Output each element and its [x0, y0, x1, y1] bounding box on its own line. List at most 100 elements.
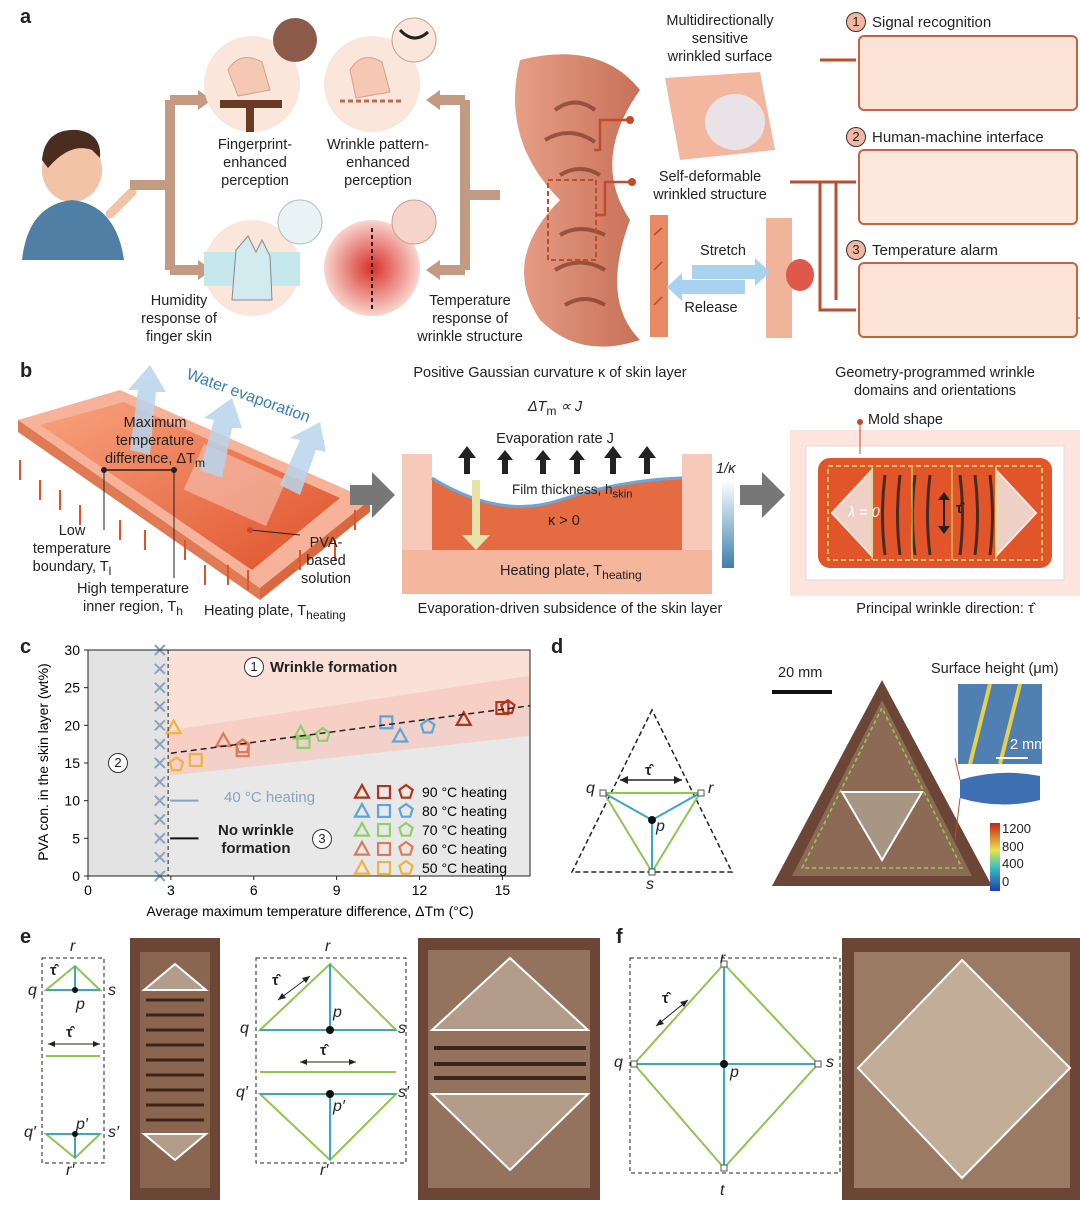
legend-pent-0	[398, 783, 414, 799]
e-small-p: p	[76, 996, 85, 1013]
high-temp-sub: h	[176, 603, 183, 618]
e-small-q2: q′	[24, 1124, 36, 1141]
f-label-s: s	[826, 1054, 834, 1071]
max-temp-diff-text: Maximum temperature difference, ΔT	[104, 415, 195, 467]
e-big-tau-1: τ̂	[272, 973, 279, 989]
panel-label-e: e	[20, 926, 32, 948]
legend-sq-1	[376, 803, 392, 819]
e-big-s2: s′	[398, 1084, 409, 1101]
xtick-label-4: 12	[412, 882, 428, 898]
ytick-label-1: 5	[72, 830, 80, 846]
d-cb-tick-0: 0	[1002, 873, 1010, 889]
max-temp-diff-label: Maximum temperature difference, ΔTm	[100, 414, 210, 472]
xtick-label-5: 15	[495, 882, 511, 898]
humidity-label: Humidity response of finger skin	[141, 293, 217, 345]
e-small-s2: s′	[108, 1124, 119, 1141]
xtick-label-2: 6	[250, 882, 258, 898]
cross-40c-4	[154, 719, 166, 732]
max-temp-diff-sub: m	[194, 455, 206, 470]
e-big-s: s	[398, 1020, 406, 1037]
d-label-s: s	[646, 876, 654, 893]
e-big-tau-2: τ̂	[320, 1043, 327, 1059]
panel-f-illustration	[629, 938, 1080, 1200]
e-big-r: r	[325, 938, 331, 955]
data-point-3-2	[234, 738, 251, 754]
region-1-text: Wrinkle formation	[270, 658, 398, 676]
e-small-q: q	[28, 982, 37, 999]
cross-40c-1	[154, 663, 166, 675]
temperature-alarm-tile	[858, 262, 1078, 338]
legend-tri-0	[353, 782, 371, 799]
app1-header: 1 Signal recognition	[846, 12, 991, 32]
ytick-label-3: 15	[64, 755, 80, 771]
inverse-kappa-label: 1/κ	[716, 461, 736, 477]
data-point-3-1	[235, 743, 250, 758]
e-small-tau-1: τ̂	[50, 963, 57, 979]
panel-label-d: d	[551, 636, 564, 658]
legend-pent-4	[398, 859, 414, 875]
ytick-label-0: 0	[72, 868, 80, 884]
delta-prop-label: ΔTm ∝ J	[500, 398, 610, 420]
legend-label-0: 90 °C heating	[422, 784, 507, 800]
cross-40c-6	[154, 757, 166, 769]
heating-left-text: Heating plate, T	[204, 603, 307, 619]
d-tau-label: τ̂	[645, 763, 652, 779]
panel-a-illustration	[22, 17, 1080, 347]
release-label: Release	[684, 300, 738, 316]
delta-prop-text: ΔT	[527, 399, 547, 415]
tau-label-b: τ̂	[956, 501, 963, 517]
f-tau-label: τ̂	[662, 991, 669, 1007]
ytick-label-4: 20	[64, 717, 80, 733]
legend-tri-3	[353, 839, 371, 856]
app1-label: Signal recognition	[872, 13, 992, 31]
app1-number: 1	[846, 12, 866, 32]
legend-pent-1	[398, 802, 414, 818]
region-2-number: 2	[108, 753, 128, 773]
cross-40c-10	[154, 832, 166, 845]
f-label-r: r	[720, 950, 726, 967]
panel-label-f: f	[616, 926, 623, 948]
panel-label-b: b	[20, 360, 33, 382]
legend-label-3: 60 °C heating	[422, 841, 507, 857]
data-point-4-2	[188, 752, 203, 768]
principal-direction-label: Principal wrinkle direction: τ̂	[856, 601, 1034, 617]
d-cb-tick-800: 800	[1002, 838, 1024, 854]
stretch-label: Stretch	[700, 243, 746, 259]
pva-label: PVA- based solution	[301, 535, 351, 587]
xtick-label-1: 3	[167, 882, 175, 898]
app3-number: 3	[846, 240, 866, 260]
cross-40c-7	[154, 776, 166, 788]
heating-plate-mid-label: Heating plate, Theating	[500, 562, 642, 584]
d-scale-bar-label: 20 mm	[778, 665, 823, 681]
lambda-label: λ = 0	[848, 505, 880, 521]
legend-pent-3	[398, 840, 414, 856]
mold-shape-label: Mold shape	[868, 412, 943, 428]
e-big-r2: r′	[320, 1162, 329, 1179]
f-label-q: q	[614, 1054, 623, 1071]
panel-d-illustration	[570, 680, 1042, 891]
region-3-number: 3	[312, 829, 332, 849]
cross-40c-3	[154, 700, 166, 713]
data-point-0-2	[499, 698, 516, 715]
multidirectional-label: Multidirectionally sensitive wrinkled su…	[666, 13, 774, 65]
e-small-r: r	[70, 938, 76, 955]
geometry-programmed-title: Geometry-programmed wrinkle domains and …	[835, 365, 1035, 399]
e-big-p: p	[333, 1004, 342, 1021]
signal-recognition-tile	[858, 35, 1078, 111]
app2-number: 2	[846, 127, 866, 147]
legend-sq-2	[376, 822, 392, 838]
legend-tri-1	[353, 801, 371, 818]
kappa-label: κ > 0	[548, 513, 580, 529]
film-thickness-sub: skin	[612, 488, 633, 501]
ytick-label-5: 25	[64, 680, 80, 696]
cross-40c-8	[154, 794, 166, 807]
panel-label-c: c	[20, 636, 32, 658]
data-point-4-0	[164, 718, 183, 735]
chart-ylabel: PVA con. in the skin layer (wt%)	[35, 663, 51, 860]
d-label-r: r	[708, 780, 714, 797]
